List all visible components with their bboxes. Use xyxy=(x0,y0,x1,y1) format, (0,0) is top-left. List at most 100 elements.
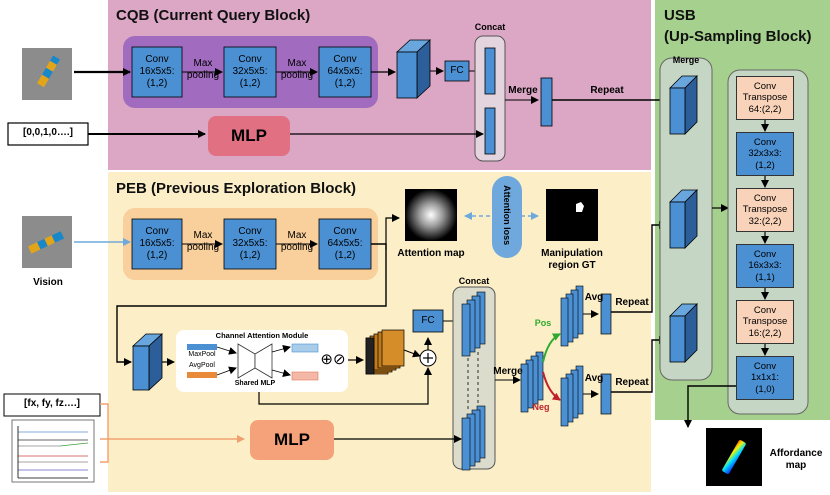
affordance-map-object xyxy=(722,440,746,474)
cam-arrow-out-avg xyxy=(271,369,291,377)
cam-shared-mlp-shape-r xyxy=(254,343,273,379)
cam-arrow-avg xyxy=(216,366,237,376)
peb-concat-label: Concat xyxy=(458,276,490,286)
usb-block-4: Conv 16x3x3: (1,1) xyxy=(736,244,794,288)
cam-avgpool-bar xyxy=(187,372,217,378)
cqb-conv1-box xyxy=(131,46,183,98)
usb-merge-cube-3 xyxy=(669,303,698,363)
affordance-map-label: Affordance map xyxy=(769,448,823,471)
pos-stack xyxy=(560,285,584,347)
cqb-mlp-label: MLP xyxy=(231,125,267,145)
usb-merge-label: Merge xyxy=(672,55,700,65)
force-plot-thumbnail xyxy=(11,419,95,483)
neg-label: Neg xyxy=(532,402,550,412)
manipulation-gt-blob xyxy=(576,202,584,212)
cqb-concat-upper xyxy=(484,47,496,95)
peb-maxpool2-label: Max pooling xyxy=(280,230,314,253)
neg-arrow xyxy=(542,371,561,401)
cqb-merge-label: Merge xyxy=(508,85,538,96)
peb-conv1-label: Conv 16x5x5: (1,2) xyxy=(139,226,175,261)
peb-merge-label: Merge xyxy=(493,366,523,377)
cqb-fc-label: FC xyxy=(450,65,464,77)
peb-merge-stack xyxy=(520,351,544,413)
cqb-merge-bar xyxy=(540,77,553,127)
attention-loss-pill xyxy=(492,176,522,258)
peb-concat-upper-stack xyxy=(461,291,486,357)
pos-avg-bar xyxy=(600,293,612,335)
cam-title: Channel Attention Module xyxy=(215,331,309,340)
query-vector-label: [0,0,1,0….] xyxy=(22,127,74,138)
usb-block-5: Conv Transpose 16:(2,2) xyxy=(736,300,794,344)
cqb-concat-lower xyxy=(484,107,496,155)
vision-object-shape xyxy=(28,231,65,254)
arrow-residual xyxy=(258,367,432,405)
peb-conv1-box xyxy=(131,218,183,270)
neg-avg-label: Avg xyxy=(584,373,604,384)
cqb-repeat-label: Repeat xyxy=(590,85,624,96)
force-vector-box xyxy=(3,393,101,417)
cam-maxpool-bar xyxy=(187,344,217,350)
peb-mlp-box xyxy=(250,420,334,460)
cqb-conv2-box xyxy=(223,46,277,98)
cqb-concat-container xyxy=(474,35,506,162)
cqb-title: CQB (Current Query Block) xyxy=(116,7,311,24)
attention-loss-label: Attention loss xyxy=(502,185,513,246)
force-vector-label: [fx, fy, fz….] xyxy=(24,398,80,409)
usb-block-6: Conv 1x1x1: (1,0) xyxy=(736,356,794,400)
peb-conv2-label: Conv 32x5x5: (1,2) xyxy=(232,226,268,261)
feature-stack xyxy=(365,329,405,375)
force-plot-lines xyxy=(17,426,89,479)
peb-title: PEB (Previous Exploration Block) xyxy=(116,180,357,197)
manipulation-gt-label: Manipulation region GT xyxy=(541,248,603,271)
cam-arrow-max xyxy=(216,346,237,355)
usb-block-1: Conv Transpose 64:(2,2) xyxy=(736,76,794,120)
peb-mlp-label: MLP xyxy=(274,429,310,449)
arrow-to-affordance xyxy=(684,385,741,428)
arrow-peb-conv-to-cube xyxy=(116,243,387,366)
cqb-conv2-label: Conv 32x5x5: (1,2) xyxy=(232,54,268,89)
peb-maxpool1-label: Max pooling xyxy=(186,230,220,253)
attention-map-label: Attention map xyxy=(397,248,465,259)
vision-label: Vision xyxy=(33,277,63,288)
cam-arrow-out-max xyxy=(271,345,291,353)
cam-out-max xyxy=(291,343,319,353)
cqb-concat-label: Concat xyxy=(474,22,506,32)
pos-avg-label: Avg xyxy=(584,292,604,303)
peb-conv2-box xyxy=(223,218,277,270)
cqb-mlp-box xyxy=(208,116,290,156)
cqb-conv3-box xyxy=(318,46,372,98)
force-bracket xyxy=(100,403,109,463)
usb-title-line1: USB xyxy=(664,7,696,24)
usb-merge-cube-2 xyxy=(669,189,698,249)
cam-maxpool-label: MaxPool xyxy=(188,351,216,358)
query-object-shape xyxy=(37,55,60,88)
cqb-conv1-label: Conv 16x5x5: (1,2) xyxy=(139,54,175,89)
neg-repeat-label: Repeat xyxy=(615,377,649,388)
attention-map-image xyxy=(405,189,457,241)
usb-block-2: Conv 32x3x3: (1,2) xyxy=(736,132,794,176)
cqb-conv3-label: Conv 64x5x5: (1,2) xyxy=(327,54,363,89)
cam-ops-label: ⊕⊘ xyxy=(320,351,346,368)
arrow-pos-repeat xyxy=(611,221,667,313)
neg-stack xyxy=(560,365,584,427)
cqb-maxpool1-label: Max pooling xyxy=(186,58,220,81)
manipulation-gt-image xyxy=(546,189,598,241)
peb-conv3-box xyxy=(318,218,372,270)
arrow-stack-to-plus xyxy=(403,349,421,358)
peb-fc-label: FC xyxy=(421,315,435,327)
pos-repeat-label: Repeat xyxy=(615,297,649,308)
pos-arrow xyxy=(542,333,561,363)
arrow-neg-repeat xyxy=(611,336,667,393)
cam-out-avg xyxy=(291,371,319,381)
cqb-feature-cube xyxy=(395,39,432,99)
peb-concat-lower-stack xyxy=(461,405,486,471)
peb-conv3-label: Conv 64x5x5: (1,2) xyxy=(327,226,363,261)
usb-title-line2: (Up-Sampling Block) xyxy=(664,28,812,45)
peb-feature-cube xyxy=(131,333,164,391)
cam-avgpool-label: AvgPool xyxy=(189,362,215,369)
arrow-to-attention-map xyxy=(385,214,400,250)
usb-block-3: Conv Transpose 32:(2,2) xyxy=(736,188,794,232)
cqb-maxpool2-label: Max pooling xyxy=(280,58,314,81)
